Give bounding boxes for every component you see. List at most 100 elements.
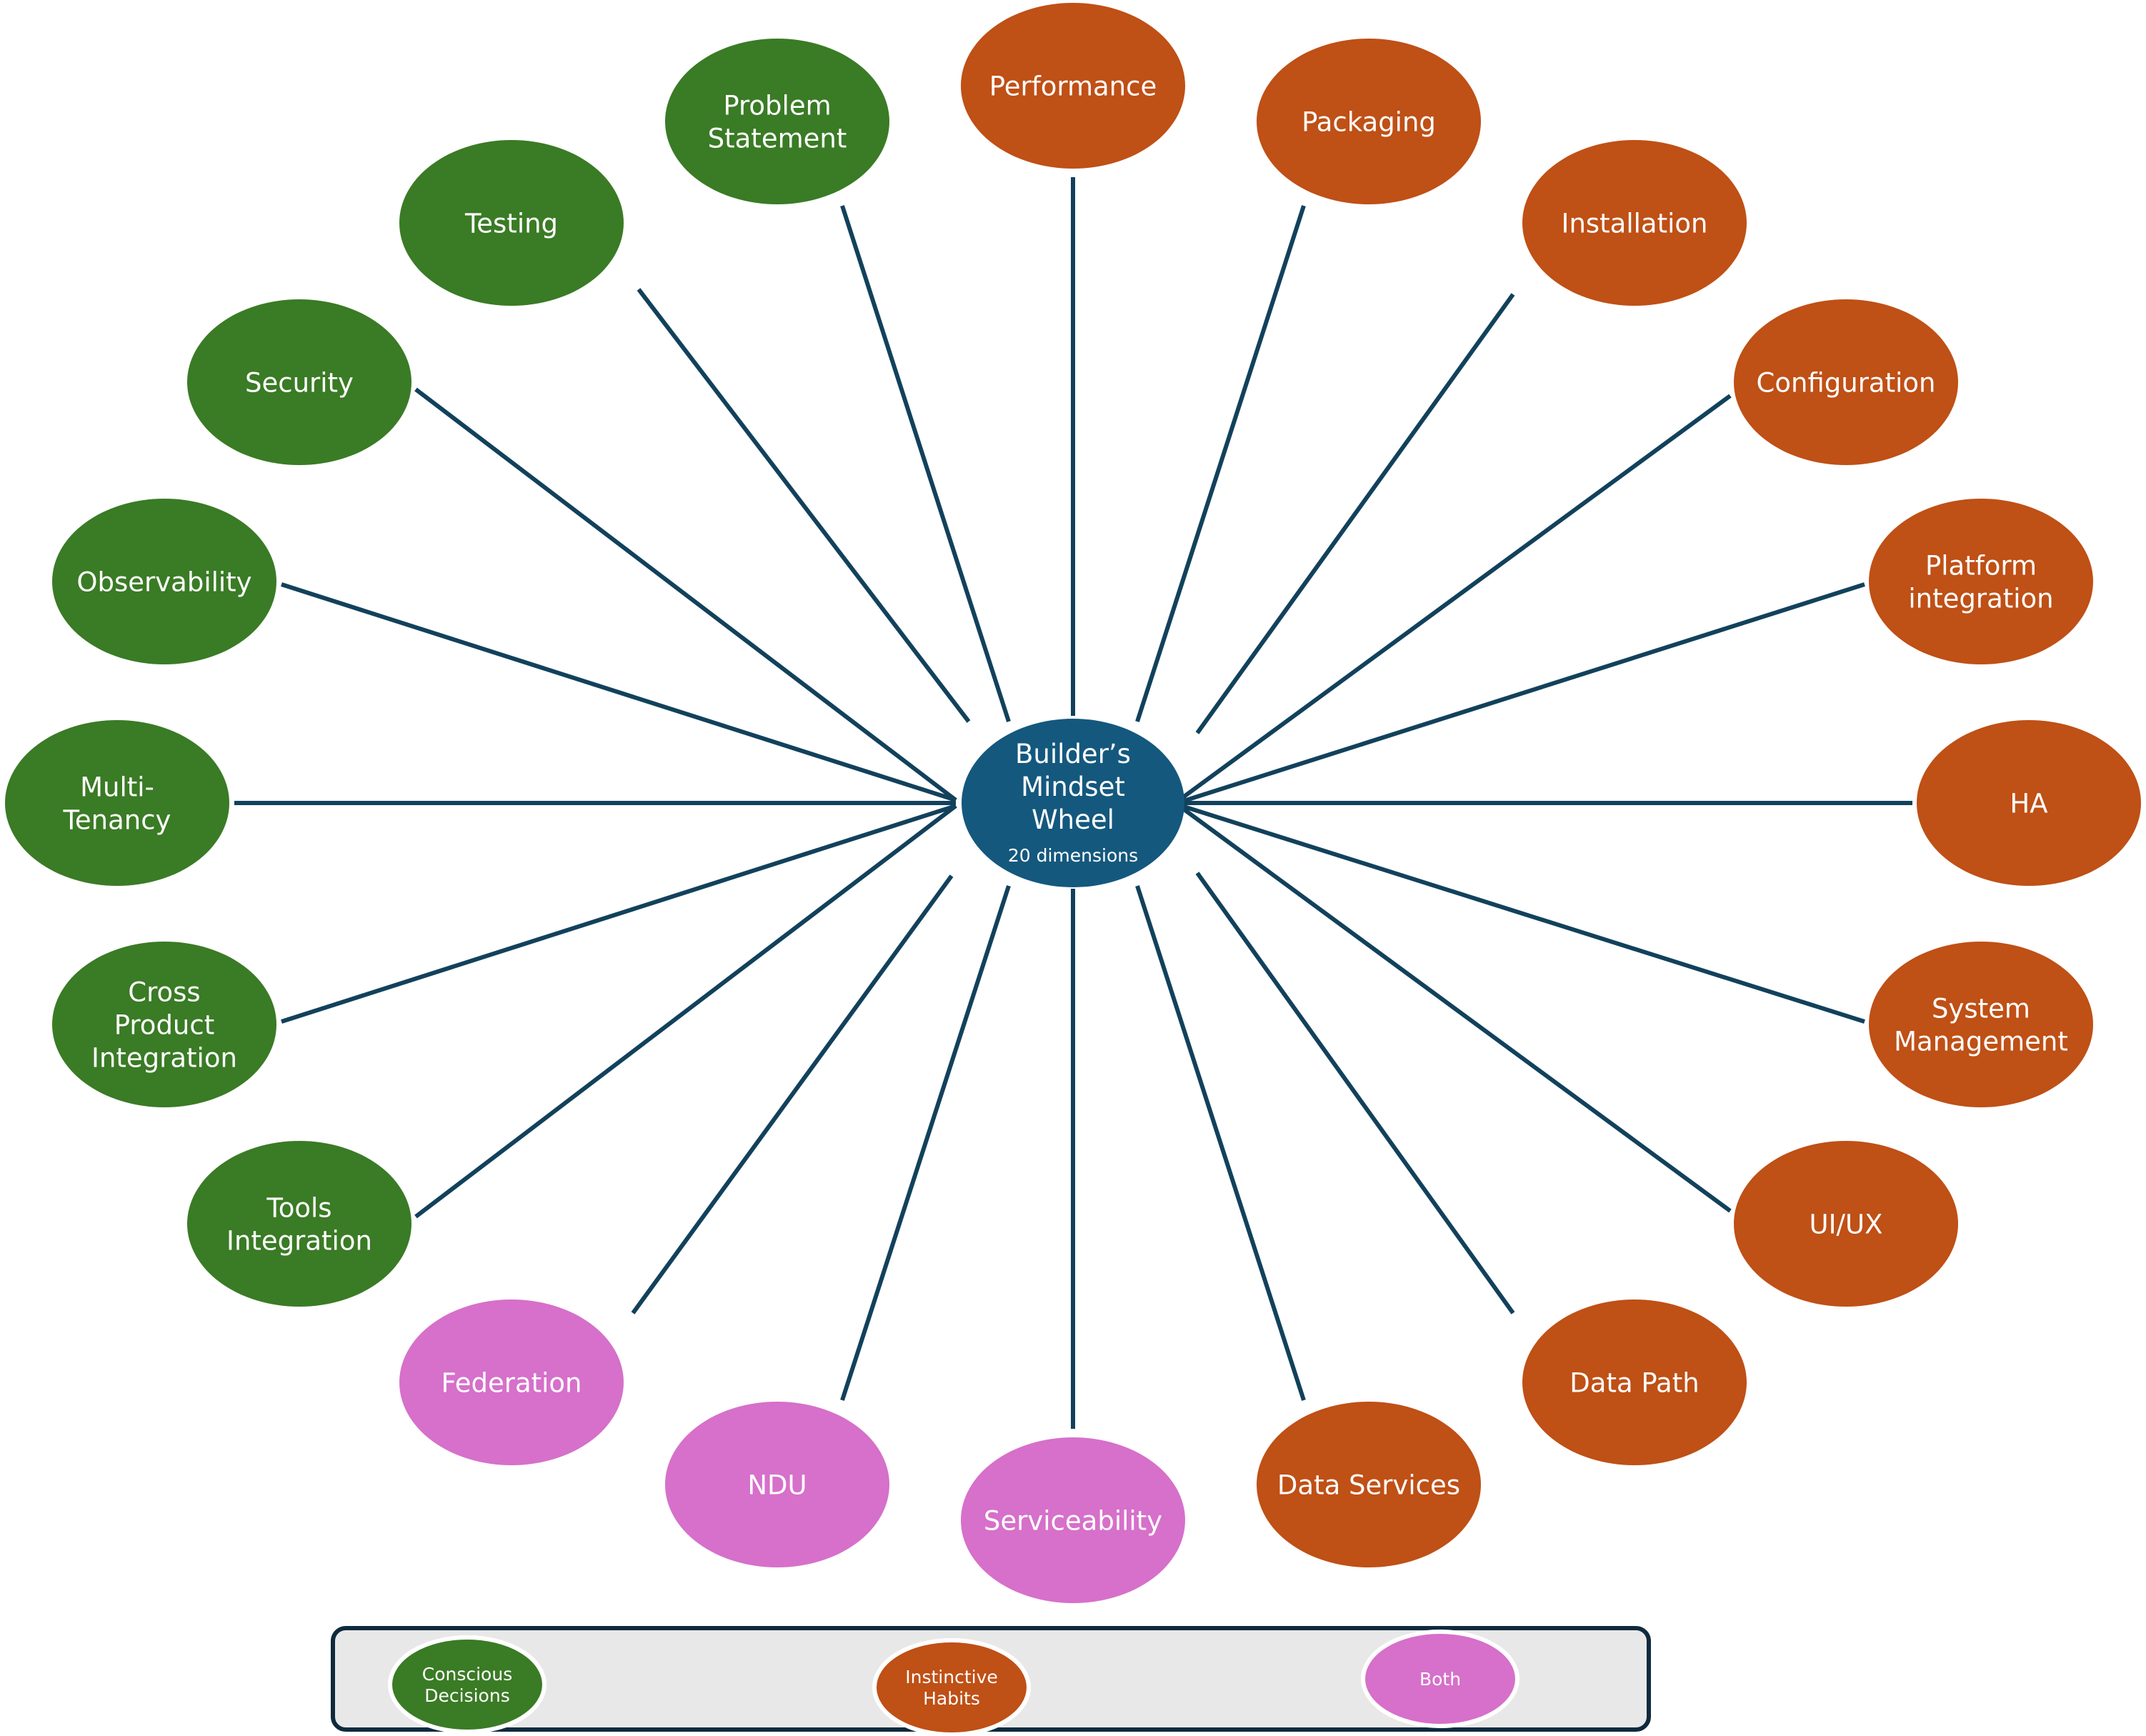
spoke-tools-integration <box>414 804 957 1219</box>
node-observability-label: Observability <box>76 567 251 597</box>
node-configuration: Configuration <box>1734 299 1958 465</box>
legend-swatch-instinctive <box>872 1638 1031 1736</box>
node-configuration-label: Configuration <box>1757 367 1936 398</box>
node-platform-integration-label: Platform <box>1925 550 2037 581</box>
node-testing-label: Testing <box>464 208 558 239</box>
node-serviceability-label: Serviceability <box>984 1505 1162 1536</box>
spoke-security <box>414 387 957 802</box>
spoke-platform-integration <box>1181 582 1865 804</box>
node-cross-product-integration-label: Cross <box>128 977 200 1007</box>
node-testing-ellipse <box>399 140 624 306</box>
node-data-path-ellipse <box>1522 1299 1747 1465</box>
node-security: Security <box>187 299 411 465</box>
node-multi-tenancy-label: Tenancy <box>63 804 171 835</box>
node-observability-ellipse <box>52 499 276 664</box>
legend-label-conscious: Conscious <box>422 1664 512 1685</box>
spokes <box>234 177 1912 1429</box>
node-performance-ellipse <box>961 3 1185 169</box>
legend-swatch-both <box>1361 1630 1519 1728</box>
node-observability: Observability <box>52 499 276 664</box>
node-installation-label: Installation <box>1562 208 1708 239</box>
node-federation-ellipse <box>399 1299 624 1465</box>
node-ha-label: HA <box>2010 788 2047 819</box>
node-testing: Testing <box>399 140 624 306</box>
node-cross-product-integration-label: Product <box>114 1009 214 1040</box>
spoke-packaging <box>1135 205 1306 722</box>
node-tools-integration-label: Integration <box>226 1225 372 1256</box>
spoke-federation <box>631 874 954 1315</box>
node-problem-statement-label: Problem <box>723 90 831 121</box>
node-ndu-label: NDU <box>747 1470 807 1500</box>
node-configuration-ellipse <box>1734 299 1958 465</box>
spoke-data-services <box>1135 885 1306 1401</box>
node-serviceability-ellipse <box>961 1437 1185 1603</box>
node-cross-product-integration-label: Integration <box>91 1042 237 1073</box>
node-packaging: Packaging <box>1257 39 1481 204</box>
center-title-line: Wheel <box>1032 804 1114 835</box>
center-hub-ellipse <box>962 719 1184 887</box>
node-system-management-label: System <box>1932 993 2030 1024</box>
node-performance: Performance <box>961 3 1185 169</box>
node-ui-ux-label: UI/UX <box>1810 1209 1883 1239</box>
center-title-line: Builder’s <box>1015 739 1131 769</box>
legend-label-instinctive: Habits <box>923 1688 980 1709</box>
node-multi-tenancy: Multi-Tenancy <box>5 720 229 886</box>
node-tools-integration-ellipse <box>187 1141 411 1307</box>
node-cross-product-integration-ellipse <box>52 942 276 1107</box>
node-packaging-label: Packaging <box>1302 106 1436 137</box>
spoke-data-path <box>1195 872 1515 1315</box>
node-data-path: Data Path <box>1522 1299 1747 1465</box>
node-platform-integration-ellipse <box>1869 499 2093 664</box>
spoke-system-management <box>1181 804 1865 1024</box>
node-ndu-ellipse <box>665 1402 889 1567</box>
spoke-configuration <box>1182 394 1732 799</box>
node-installation-ellipse <box>1522 140 1747 306</box>
node-federation-label: Federation <box>441 1367 582 1398</box>
node-ui-ux-ellipse <box>1734 1141 1958 1307</box>
node-system-management-ellipse <box>1869 942 2093 1107</box>
node-federation: Federation <box>399 1299 624 1465</box>
spoke-problem-statement <box>840 205 1011 722</box>
node-problem-statement-ellipse <box>665 39 889 204</box>
spoke-installation <box>1195 293 1515 734</box>
node-ha-ellipse <box>1917 720 2141 886</box>
node-data-path-label: Data Path <box>1569 1367 1699 1398</box>
dimension-nodes: PerformancePackagingInstallationConfigur… <box>5 3 2141 1603</box>
node-packaging-ellipse <box>1257 39 1481 204</box>
legend-label-conscious: Decisions <box>424 1685 509 1706</box>
spoke-cross-product-integration <box>281 804 957 1024</box>
node-security-ellipse <box>187 299 411 465</box>
node-data-services-label: Data Services <box>1277 1470 1460 1500</box>
node-ndu: NDU <box>665 1402 889 1567</box>
node-tools-integration-label: Tools <box>266 1192 331 1223</box>
spoke-testing <box>637 288 971 723</box>
node-data-services: Data Services <box>1257 1402 1481 1567</box>
center-subtitle: 20 dimensions <box>1008 845 1138 866</box>
node-security-label: Security <box>245 367 354 398</box>
legend-swatch-conscious <box>388 1635 547 1734</box>
spoke-ui-ux <box>1182 807 1732 1213</box>
node-platform-integration-label: integration <box>1908 583 2053 614</box>
node-serviceability: Serviceability <box>961 1437 1185 1603</box>
node-installation: Installation <box>1522 140 1747 306</box>
legend-label-instinctive: Instinctive <box>905 1667 998 1687</box>
node-multi-tenancy-label: Multi- <box>80 772 154 802</box>
node-system-management-label: Management <box>1894 1026 2068 1057</box>
spoke-ndu <box>840 885 1011 1401</box>
node-data-services-ellipse <box>1257 1402 1481 1567</box>
center-title-line: Mindset <box>1021 772 1125 802</box>
node-problem-statement-label: Statement <box>708 123 847 154</box>
node-ha: HA <box>1917 720 2141 886</box>
legend-label-both: Both <box>1419 1669 1461 1690</box>
node-performance-label: Performance <box>989 71 1157 101</box>
spoke-observability <box>281 582 957 802</box>
